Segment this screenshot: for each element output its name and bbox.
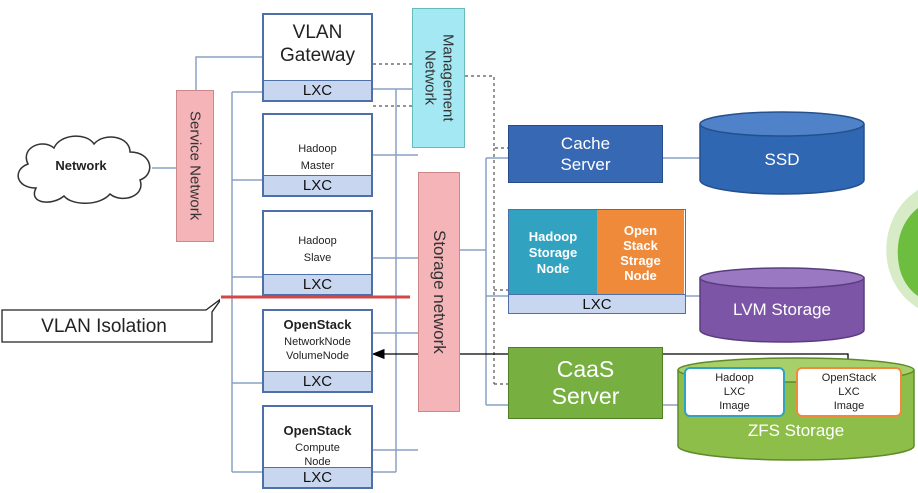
ssd-label: SSD xyxy=(764,150,800,169)
openstack-network-subtitle: NetworkNode VolumeNode xyxy=(284,336,351,362)
decorative-logo xyxy=(886,190,918,308)
ssd-cylinder xyxy=(699,111,865,195)
storage-node-lxc: LXC xyxy=(509,294,685,313)
network-cloud xyxy=(17,135,151,204)
service-network-label: Service Network xyxy=(186,111,204,221)
openstack-network-title: OpenStack xyxy=(283,317,352,332)
management-network-label: Management Network xyxy=(421,34,457,122)
hadoop-lxc-image: Hadoop LXC Image xyxy=(684,367,785,417)
hadoop-slave-node: Hadoop Slave LXC xyxy=(262,210,373,296)
service-network-lines xyxy=(152,56,262,473)
network-label: Network xyxy=(55,157,107,173)
storage-node-group: Hadoop Storage Node Open Stack Strage No… xyxy=(508,209,686,314)
service-network-bus: Service Network xyxy=(176,90,214,242)
management-network-bus: Management Network xyxy=(412,8,465,148)
lvm-storage-label: LVM Storage xyxy=(733,300,831,319)
zfs-storage-label: ZFS Storage xyxy=(747,421,845,440)
vlan-isolation-callout xyxy=(1,298,220,343)
vlan-gateway-node: VLAN Gateway LXC xyxy=(262,13,373,102)
hadoop-slave-title: Hadoop Slave xyxy=(298,235,337,264)
hadoop-storage-node: Hadoop Storage Node xyxy=(509,210,597,295)
hadoop-slave-lxc: LXC xyxy=(264,274,371,294)
vlan-isolation-label: VLAN Isolation xyxy=(41,316,167,337)
openstack-compute-node: OpenStack Compute Node LXC xyxy=(262,405,373,489)
openstack-storage-node: Open Stack Strage Node xyxy=(597,210,684,295)
vlan-gateway-title: VLAN Gateway xyxy=(280,22,355,66)
openstack-network-node: OpenStack NetworkNode VolumeNode LXC xyxy=(262,309,373,393)
vlan-gateway-lxc: LXC xyxy=(264,80,371,100)
openstack-lxc-image: OpenStack LXC Image xyxy=(796,367,902,417)
openstack-compute-lxc: LXC xyxy=(264,467,371,487)
openstack-compute-subtitle: Compute Node xyxy=(295,442,340,468)
openstack-network-lxc: LXC xyxy=(264,371,371,391)
storage-network-bus: Storage network xyxy=(418,172,460,412)
storage-network-label: Storage network xyxy=(430,230,449,354)
caas-server: CaaS Server xyxy=(508,347,663,419)
hadoop-master-title: Hadoop Master xyxy=(298,143,337,172)
hadoop-master-lxc: LXC xyxy=(264,175,371,195)
lvm-storage-cylinder xyxy=(699,267,865,343)
cache-server: Cache Server xyxy=(508,125,663,183)
hadoop-master-node: Hadoop Master LXC xyxy=(262,113,373,197)
management-network-lines xyxy=(373,63,508,385)
openstack-compute-title: OpenStack xyxy=(283,423,352,438)
